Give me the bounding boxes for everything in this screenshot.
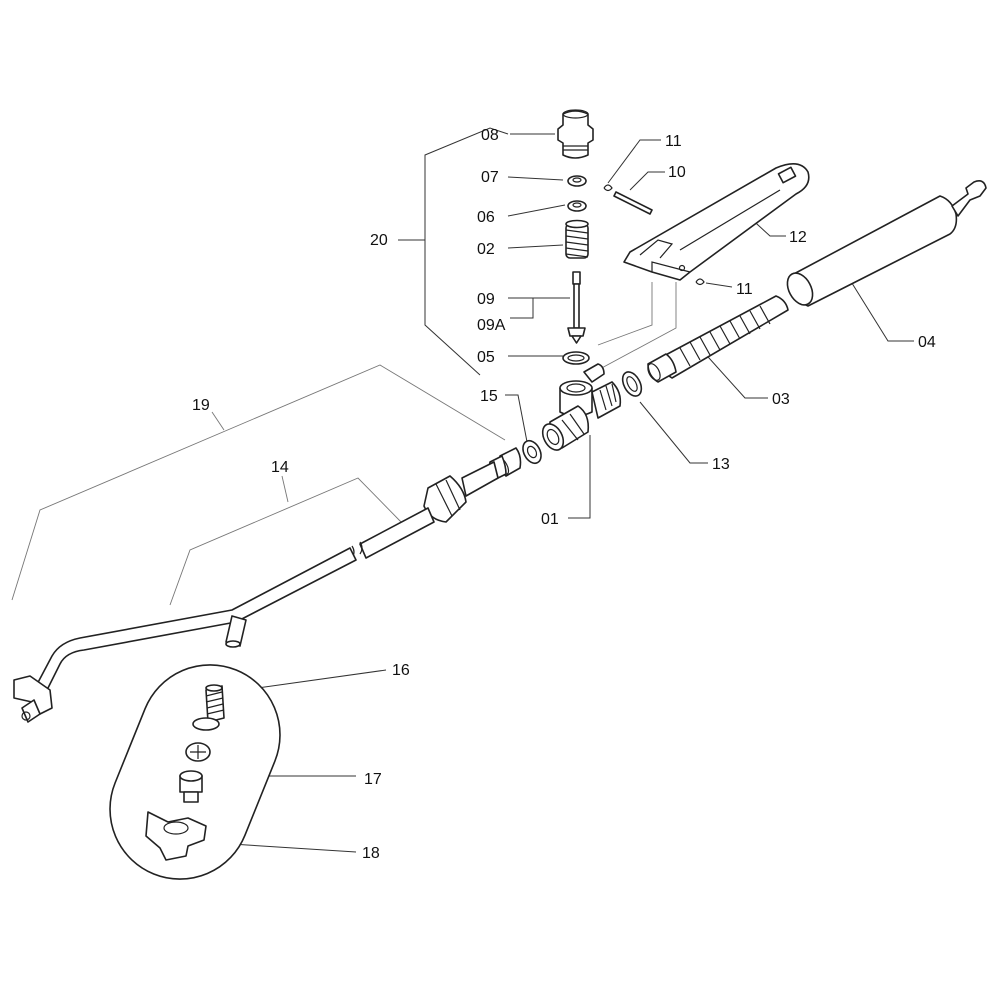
- part-08-valve-cap: [557, 109, 594, 159]
- leader-06: [507, 204, 566, 217]
- part-05-o-ring: [562, 351, 590, 365]
- label-02: 02: [477, 241, 495, 258]
- leader-04: [849, 279, 914, 342]
- guide-12-a: [597, 282, 653, 346]
- leader-07: [507, 176, 564, 181]
- leader-03: [699, 347, 768, 399]
- label-20: 20: [370, 232, 388, 249]
- label-14: 14: [271, 459, 289, 476]
- label-16: 16: [392, 662, 410, 679]
- leader-19: [11, 364, 506, 601]
- leader-09-bracket: [508, 297, 534, 319]
- label-05: 05: [477, 349, 495, 366]
- label-06: 06: [477, 209, 495, 226]
- part-18-wing-nut: [145, 811, 207, 861]
- leader-10: [629, 171, 665, 191]
- label-09a: 09A: [477, 317, 506, 334]
- part-16-nozzle-insert: [192, 684, 225, 731]
- leader-15: [505, 394, 529, 448]
- part-04-grip: [786, 180, 987, 307]
- part-12-lever: [623, 163, 810, 281]
- label-03: 03: [772, 391, 790, 408]
- label-09: 09: [477, 291, 495, 308]
- label-01: 01: [541, 511, 559, 528]
- label-11-bottom: 11: [736, 281, 753, 298]
- leader-14-tick: [281, 475, 289, 503]
- part-09-valve-stem: [567, 271, 586, 344]
- part-11-clip-bottom: [695, 278, 705, 286]
- leader-14: [169, 477, 405, 606]
- leader-11-top: [607, 139, 661, 184]
- label-13: 13: [712, 456, 730, 473]
- label-17: 17: [364, 771, 382, 788]
- leader-02: [507, 244, 564, 249]
- leader-11-bottom: [705, 282, 733, 288]
- label-08: 08: [481, 127, 499, 144]
- part-07-ring: [567, 175, 587, 187]
- leader-13: [639, 401, 708, 464]
- part-14-lance-tube: [13, 447, 522, 723]
- leader-20: [424, 127, 509, 376]
- part-01-valve-body: [541, 363, 622, 451]
- part-02-spring: [565, 219, 589, 259]
- part-06-ring: [567, 200, 587, 212]
- part-10-pin: [613, 191, 653, 215]
- label-04: 04: [918, 334, 936, 351]
- part-11-clip-top: [603, 184, 613, 192]
- part-03-tube: [647, 295, 789, 383]
- part-13-o-ring: [621, 371, 643, 397]
- label-15: 15: [480, 388, 498, 405]
- part-labels: 08 07 06 02 09 09A 05 20 15 01 13 03 04 …: [192, 127, 936, 862]
- leader-19-tick: [211, 411, 225, 431]
- label-11-top: 11: [665, 133, 682, 150]
- guide-12-b: [597, 282, 677, 371]
- label-10: 10: [668, 164, 686, 181]
- label-07: 07: [481, 169, 499, 186]
- part-17-filter: [179, 742, 211, 803]
- label-18: 18: [362, 845, 380, 862]
- label-19: 19: [192, 397, 210, 414]
- part-15-washer: [522, 439, 542, 465]
- leader-01: [568, 435, 591, 519]
- label-12: 12: [789, 229, 807, 246]
